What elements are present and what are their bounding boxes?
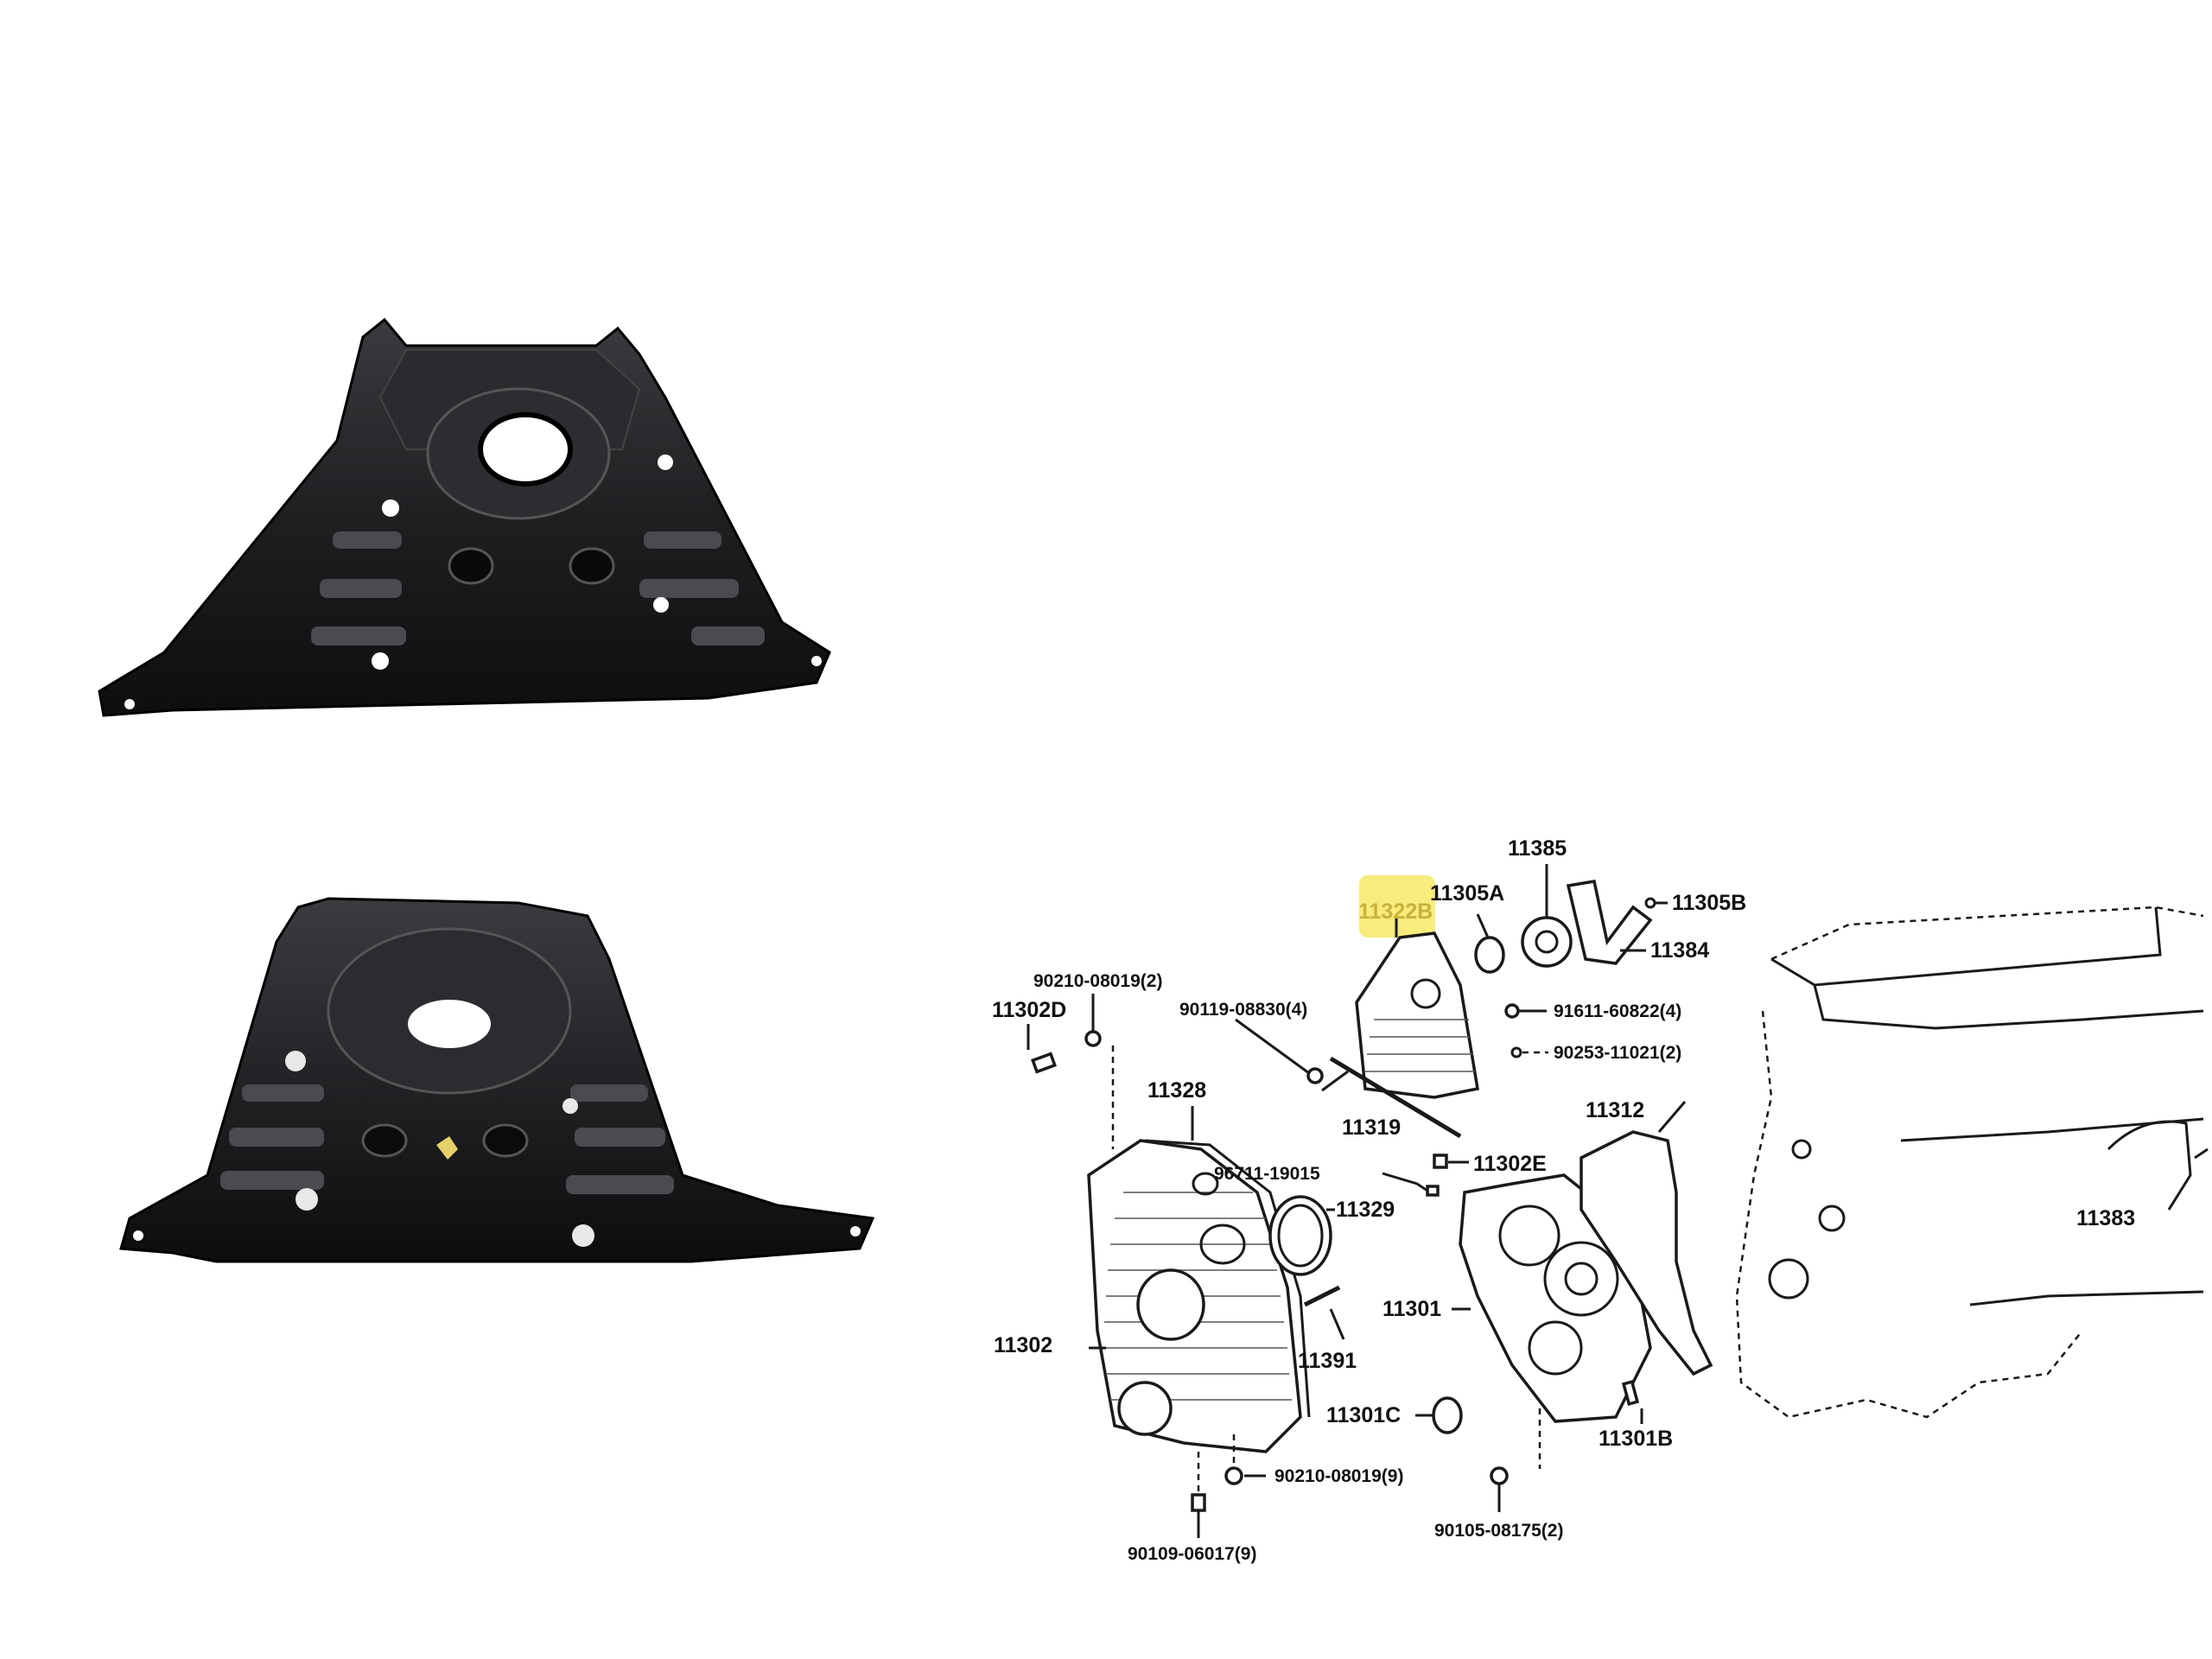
label-90210-08019-2: 90210-08019(2)	[1033, 971, 1162, 991]
label-11322B: 11322B	[1358, 899, 1433, 924]
label-11301C: 11301C	[1326, 1403, 1401, 1427]
part-11302D-drawing	[1027, 994, 1115, 1149]
part-11302-drawing	[1087, 1106, 1311, 1453]
label-11301: 11301	[1382, 1297, 1441, 1321]
label-90105-08175-2: 90105-08175(2)	[1434, 1521, 1563, 1541]
part-highlight	[1359, 875, 1435, 938]
engine-block-drawing	[1735, 906, 2209, 1419]
parts-diagram: 11385 11305A 11305B 11322B 11384 90210-0…	[992, 836, 2209, 1564]
label-11302: 11302	[994, 1333, 1052, 1357]
label-11328: 11328	[1147, 1078, 1206, 1103]
label-11305A: 11305A	[1430, 881, 1504, 906]
label-11312: 11312	[1586, 1098, 1644, 1122]
label-11319: 11319	[1342, 1116, 1401, 1140]
part-11322B-drawing	[1355, 918, 1480, 1099]
part-11319-drawing	[1235, 1018, 1462, 1139]
label-11301B: 11301B	[1599, 1427, 1673, 1451]
cover-plate-rear-photo	[119, 897, 875, 1263]
part-11301-drawing	[1415, 1101, 1713, 1512]
label-11302D: 11302D	[992, 998, 1066, 1022]
label-90119-08830-4: 90119-08830(4)	[1179, 1000, 1307, 1020]
label-11383: 11383	[2076, 1206, 2135, 1230]
part-11391-drawing	[1303, 1285, 1345, 1340]
part-11302E-drawing	[1382, 1154, 1469, 1197]
label-11305B: 11305B	[1672, 891, 1746, 915]
part-11385-drawing	[1474, 864, 1668, 1058]
label-90210-08019-9: 90210-08019(9)	[1274, 1466, 1403, 1486]
label-96711-19015: 96711-19015	[1214, 1164, 1320, 1184]
cover-plate-shape	[119, 897, 875, 1263]
label-11302E: 11302E	[1473, 1152, 1547, 1176]
label-90253-11021-2: 90253-11021(2)	[1554, 1043, 1681, 1063]
label-11384: 11384	[1650, 938, 1709, 963]
label-91611-60822-4: 91611-60822(4)	[1554, 1001, 1681, 1021]
bottom-fasteners-drawing	[1191, 1434, 1266, 1538]
cover-plate-front-photo	[98, 317, 831, 717]
part-11329-drawing	[1268, 1195, 1335, 1276]
label-11385: 11385	[1508, 836, 1567, 861]
cover-plate-shape	[98, 317, 831, 717]
label-11329: 11329	[1336, 1198, 1395, 1222]
label-90109-06017-9: 90109-06017(9)	[1128, 1544, 1256, 1564]
label-11391: 11391	[1298, 1349, 1357, 1373]
